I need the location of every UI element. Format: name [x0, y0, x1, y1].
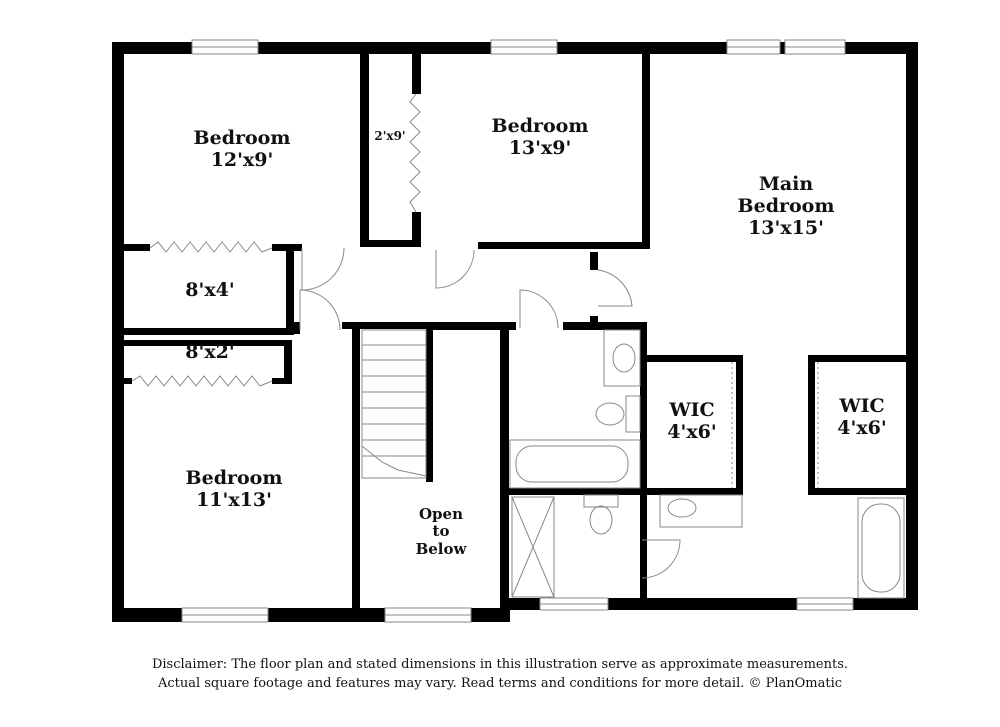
sink	[603, 329, 641, 387]
wall	[642, 54, 650, 249]
wall	[478, 242, 650, 249]
wall	[590, 252, 598, 270]
bifold-door	[131, 375, 273, 387]
wall	[124, 340, 290, 346]
room-bedroom-sw: Bedroom 11'x13'	[152, 467, 316, 512]
room-closet-2x9: 2'x9'	[366, 129, 414, 144]
wall-east	[906, 42, 918, 610]
windows	[181, 39, 854, 623]
disclaimer-line1: Disclaimer: The floor plan and stated di…	[151, 657, 849, 672]
room-closet-8x4: 8'x4'	[150, 279, 270, 302]
wall	[124, 328, 294, 335]
bathtub	[509, 439, 641, 489]
toilet-bowl	[589, 505, 613, 535]
toilet	[583, 494, 619, 508]
wall	[360, 54, 369, 246]
toilet-bowl	[595, 402, 625, 426]
stairs	[361, 329, 427, 479]
room-dims: 4'x6'	[667, 420, 717, 443]
room-dims: 13'x15'	[748, 216, 824, 239]
wall	[640, 355, 742, 362]
door-swing	[301, 247, 345, 291]
bifold-door	[149, 241, 273, 253]
disclaimer: Disclaimer: The floor plan and stated di…	[0, 655, 1000, 693]
wall	[808, 355, 918, 362]
room-name: Bedroom	[193, 127, 291, 149]
room-name: Bedroom	[491, 115, 589, 137]
interior-walls	[124, 54, 918, 614]
wall	[124, 244, 150, 251]
room-bedroom-nw: Bedroom 12'x9'	[160, 127, 324, 172]
wall	[412, 212, 421, 246]
door-swing	[435, 249, 475, 289]
wall	[640, 488, 743, 495]
wall	[563, 322, 647, 330]
wall	[808, 488, 918, 495]
wall	[412, 54, 421, 94]
label-line2: to	[432, 522, 450, 541]
room-name: WIC	[839, 395, 885, 417]
wall	[808, 355, 815, 495]
bifold-door	[409, 93, 421, 213]
room-name-line2: Bedroom	[737, 194, 835, 217]
wall	[342, 322, 432, 329]
wall	[286, 244, 294, 334]
vanity	[659, 494, 743, 528]
room-wic-1: WIC 4'x6'	[648, 399, 736, 444]
wall	[736, 355, 743, 495]
wall-west	[112, 42, 124, 622]
wall	[500, 322, 509, 614]
door-swing	[519, 289, 559, 329]
wall	[352, 322, 360, 614]
label-line1: Open	[418, 505, 463, 523]
room-closet-8x2: 8'x2'	[150, 341, 270, 364]
door-swing	[299, 289, 341, 331]
bifold-doors	[131, 93, 421, 387]
room-name: Bedroom	[185, 467, 283, 489]
wall	[590, 316, 598, 328]
wall	[124, 378, 132, 384]
wall	[426, 322, 433, 482]
wall	[360, 240, 421, 247]
room-dims: 8'x2'	[185, 341, 235, 363]
bathtub	[857, 497, 905, 599]
wall	[284, 340, 292, 384]
room-bedroom-n: Bedroom 13'x9'	[458, 115, 622, 160]
room-open-to-below: Open to Below	[396, 505, 486, 558]
room-main-bedroom: Main Bedroom 13'x15'	[704, 173, 868, 240]
wall	[272, 378, 292, 384]
shower	[511, 496, 555, 598]
disclaimer-line2: Actual square footage and features may v…	[157, 676, 843, 691]
toilet	[625, 395, 641, 433]
wall	[640, 322, 647, 602]
room-dims: 12'x9'	[210, 148, 274, 171]
door-swing	[641, 539, 681, 579]
wall	[508, 488, 647, 495]
label-line3: Below	[415, 539, 467, 558]
room-wic-2: WIC 4'x6'	[818, 395, 906, 440]
wall	[426, 322, 516, 330]
room-dims: 4'x6'	[837, 416, 887, 439]
door-swing	[597, 269, 633, 307]
room-dims: 11'x13'	[196, 488, 272, 511]
room-dims: 13'x9'	[508, 136, 572, 159]
room-name: WIC	[669, 399, 715, 421]
fixtures	[509, 329, 905, 599]
wall	[294, 322, 300, 334]
room-dims: 2'x9'	[374, 129, 406, 143]
room-name-line1: Main	[758, 173, 814, 195]
room-dims: 8'x4'	[185, 279, 235, 301]
doors	[299, 247, 681, 579]
